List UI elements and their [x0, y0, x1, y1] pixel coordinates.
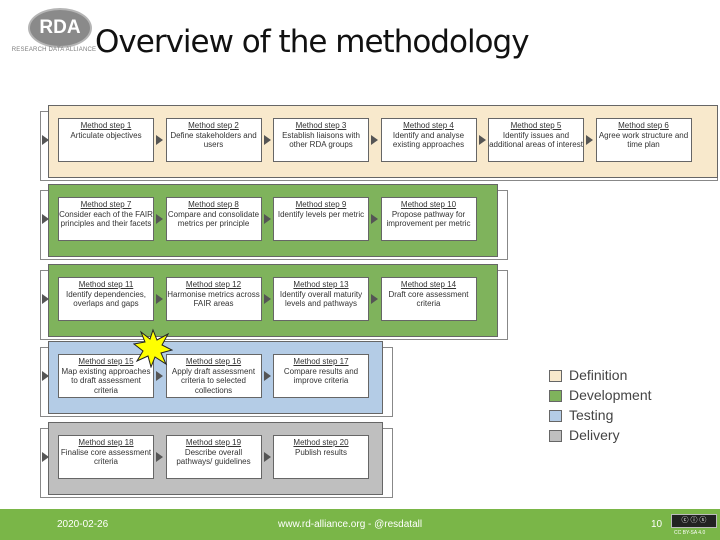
method-step-description: Harmonise metrics across FAIR areas	[167, 289, 260, 309]
method-step-name: Method step 3	[295, 121, 347, 130]
legend-swatch-testing	[549, 410, 562, 422]
method-step-name: Method step 10	[400, 200, 457, 209]
legend-label: Definition	[569, 367, 628, 383]
legend-swatch-development	[549, 390, 562, 402]
method-step-description: Draft core assessment criteria	[388, 289, 469, 309]
method-step-description: Articulate objectives	[70, 130, 142, 140]
rda-logo-subtitle: RESEARCH DATA ALLIANCE	[11, 47, 97, 53]
flow-arrow-icon	[263, 214, 271, 224]
flow-arrow-icon	[263, 371, 271, 381]
method-step-description: Consider each of the FAIR principles and…	[59, 209, 153, 229]
method-step-description: Map existing approaches to draft assessm…	[61, 366, 151, 395]
method-step-name: Method step 5	[510, 121, 562, 130]
cc-license-icon: ⓒ ⓘ ⓢ	[671, 514, 717, 528]
flow-arrow-icon	[263, 135, 271, 145]
highlight-burst-icon	[133, 328, 173, 368]
method-step-name: Method step 8	[188, 200, 239, 209]
legend-label: Testing	[569, 407, 614, 423]
flow-arrow-icon	[371, 214, 378, 224]
flow-arrow-icon	[263, 294, 271, 304]
flow-arrow-icon	[156, 294, 163, 304]
footer-date: 2020-02-26	[57, 519, 109, 530]
method-step-name: Method step 20	[293, 438, 349, 447]
method-step-name: Method step 6	[618, 121, 669, 130]
method-step-description: Describe overall pathways/ guidelines	[176, 447, 251, 467]
method-step-name: Method step 13	[293, 280, 349, 289]
method-step-description: Publish results	[294, 447, 348, 457]
method-step-description: Apply draft assessment criteria to selec…	[171, 366, 256, 395]
method-step-name: Method step 12	[185, 280, 242, 289]
method-step-name: Method step 14	[400, 280, 457, 289]
rda-logo: RDA RESEARCH DATA ALLIANCE	[6, 8, 96, 54]
method-step-name: Method step 16	[185, 357, 242, 366]
flow-arrow-icon	[371, 294, 378, 304]
method-step-description: Compare results and improve criteria	[283, 366, 359, 386]
method-step-name: Method step 17	[293, 357, 349, 366]
method-step-name: Method step 11	[78, 280, 134, 289]
footer-url: www.rd-alliance.org - @resdatall	[278, 519, 423, 530]
legend-label: Development	[569, 387, 652, 403]
method-step-description: Identify and analyse existing approaches	[392, 130, 465, 150]
method-step-description: Compare and consolidate metrics per prin…	[167, 209, 260, 229]
method-step-description: Identify overall maturity levels and pat…	[279, 289, 363, 309]
method-step-description: Agree work structure and time plan	[598, 130, 689, 150]
slide-title: Overview of the methodology	[95, 24, 530, 60]
method-step-name: Method step 9	[295, 200, 347, 209]
flow-arrow-icon	[371, 135, 378, 145]
license-text: CC BY-SA 4.0	[674, 530, 706, 536]
method-step-name: Method step 18	[78, 438, 134, 447]
band-entry-arrow-icon	[42, 135, 49, 145]
method-step-name: Method step 7	[80, 200, 132, 209]
band-entry-arrow-icon	[42, 371, 49, 381]
method-step-description: Finalise core assessment criteria	[60, 447, 152, 467]
flow-arrow-icon	[156, 135, 163, 145]
flow-arrow-icon	[156, 371, 163, 381]
method-step-name: Method step 2	[188, 121, 239, 130]
method-step-description: Identify issues and additional areas of …	[489, 130, 583, 150]
method-step-name: Method step 1	[80, 121, 132, 130]
footer-bar: 2020-02-26 www.rd-alliance.org - @resdat…	[0, 509, 720, 540]
flow-arrow-icon	[156, 452, 163, 462]
flow-arrow-icon	[478, 135, 486, 145]
method-step-description: Identify levels per metric	[277, 209, 365, 219]
band-entry-arrow-icon	[42, 294, 49, 304]
legend-swatch-delivery	[549, 430, 562, 442]
method-step-description: Define stakeholders and users	[170, 130, 257, 150]
method-step-name: Method step 19	[185, 438, 242, 447]
flow-arrow-icon	[156, 214, 163, 224]
method-step-description: Identify dependencies, overlaps and gaps	[65, 289, 147, 309]
page-number: 10	[651, 519, 663, 530]
flow-arrow-icon	[263, 452, 271, 462]
method-step-name: Method step 15	[78, 357, 134, 366]
legend-swatch-definition	[549, 370, 562, 382]
rda-logo-mark: RDA	[28, 8, 92, 48]
method-step-description: Propose pathway for improvement per metr…	[386, 209, 471, 229]
legend-label: Delivery	[569, 427, 620, 443]
band-entry-arrow-icon	[42, 452, 49, 462]
method-step-description: Establish liaisons with other RDA groups	[282, 130, 360, 150]
flow-arrow-icon	[586, 135, 593, 145]
band-entry-arrow-icon	[42, 214, 49, 224]
method-step-name: Method step 4	[403, 121, 454, 130]
